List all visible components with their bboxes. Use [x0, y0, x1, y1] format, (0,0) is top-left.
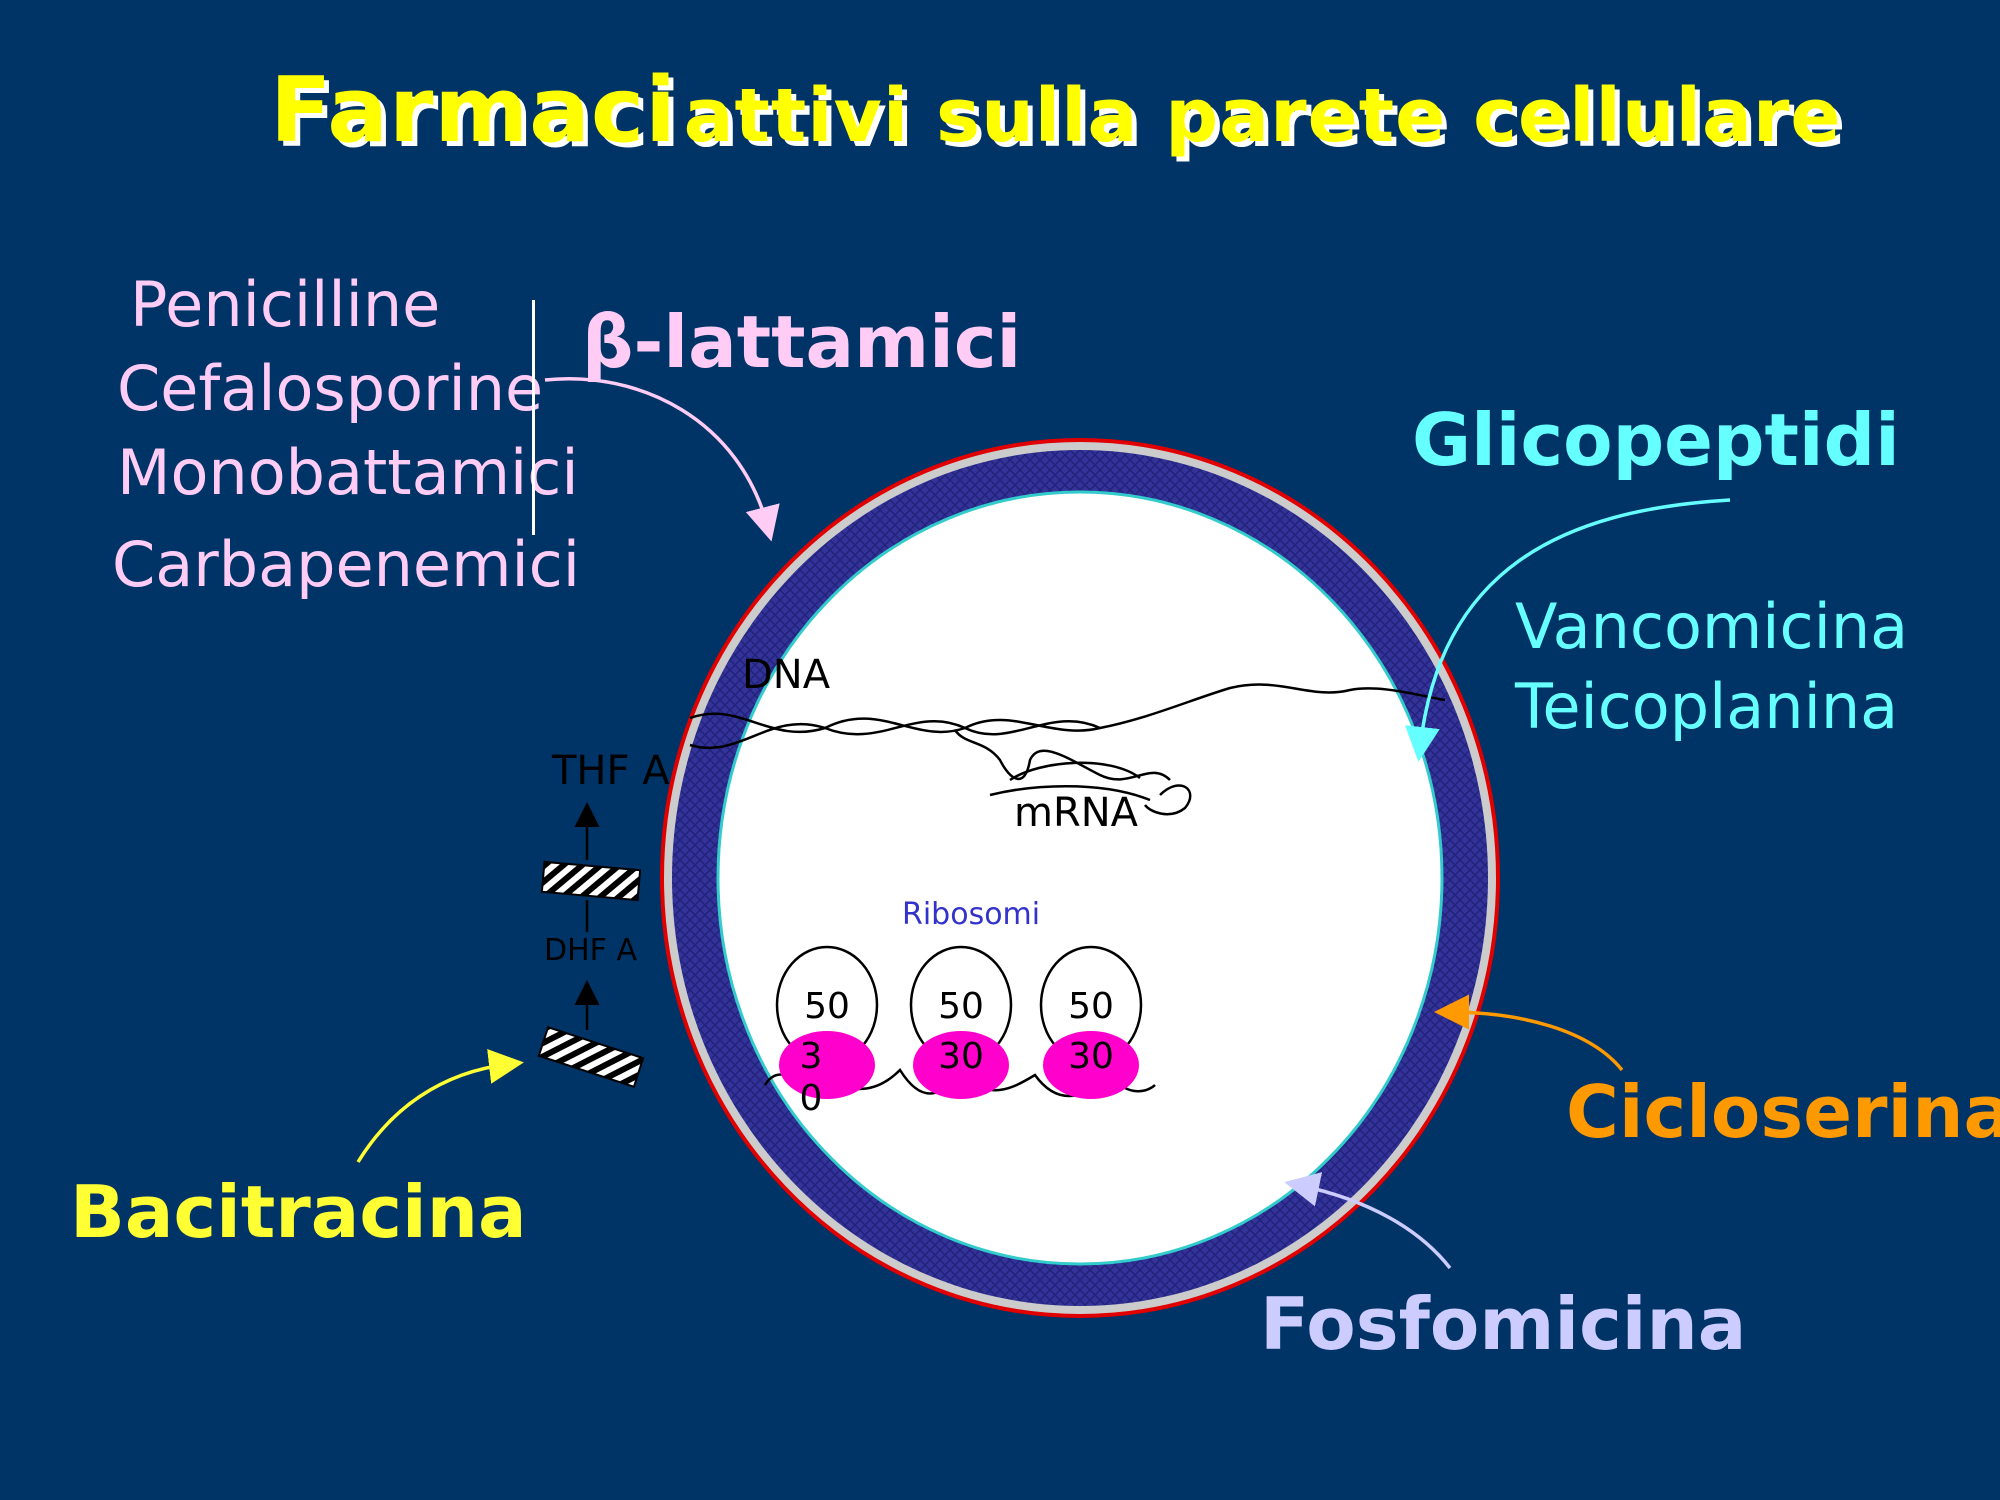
dna-label: DNA [742, 652, 831, 698]
bacitracin-label: Bacitracina [70, 1170, 527, 1254]
glycopeptide-item-vancomicina: Vancomicina [1515, 590, 1909, 663]
title-part-2: attivi sulla parete cellulare [683, 73, 1842, 159]
ribosome-small-subunit [1043, 1031, 1139, 1099]
ribosome-small-subunit [913, 1031, 1009, 1099]
glycopeptides-heading: Glicopeptidi [1412, 398, 1900, 482]
beta-lactam-item-cefalosporine: Cefalosporine [117, 352, 544, 425]
cytoplasm [716, 490, 1444, 1266]
dhf-label: DHF A [544, 933, 637, 968]
glycopeptides-arrow [1404, 498, 1731, 762]
enzyme-block-upper [540, 860, 642, 902]
glycopeptide-item-teicoplanina: Teicoplanina [1515, 670, 1899, 743]
beta-lactam-item-carbapenemici: Carbapenemici [112, 528, 580, 601]
ribosome-large-label: 50 [938, 986, 984, 1027]
fosfomycin-label: Fosfomicina [1260, 1282, 1747, 1366]
cycloserine-label: Cicloserina [1566, 1070, 2000, 1154]
ribosomes-label: Ribosomi [902, 897, 1040, 932]
enzyme-block-lower [537, 1026, 645, 1088]
beta-lactam-item-penicilline: Penicilline [130, 268, 441, 341]
ribosome-small-subunit [779, 1031, 875, 1099]
ribosome-group: 50 30 50 30 50 30 [775, 945, 1143, 1119]
ribosome-large-label: 50 [804, 986, 850, 1027]
list-divider [532, 300, 535, 535]
title-part-1: Farmaci [270, 58, 678, 163]
cycloserine-arrow [1434, 994, 1624, 1072]
fosfomycin-arrow [1284, 1172, 1452, 1270]
beta-lactams-arrow [544, 377, 780, 542]
ribosome-large-label: 50 [1068, 986, 1114, 1027]
mrna-label: mRNA [1014, 790, 1139, 836]
ribosome: 50 30 [775, 945, 879, 1119]
beta-lactams-heading: β-lattamici [582, 300, 1022, 384]
beta-lactam-item-monobattamici: Monobattamici [117, 436, 579, 509]
ribosome-small-label: 30 [938, 1036, 984, 1077]
slide-title: Farmaci attivi sulla parete cellulare [270, 58, 1842, 163]
thf-label: THF A [551, 748, 670, 794]
dna-strand [689, 683, 1446, 816]
ribosome-small-label: 0 [800, 1078, 823, 1119]
ribosome-small-label: 3 [800, 1036, 823, 1077]
bacitracin-arrow [356, 1049, 524, 1163]
ribosome-small-label: 30 [1068, 1036, 1114, 1077]
